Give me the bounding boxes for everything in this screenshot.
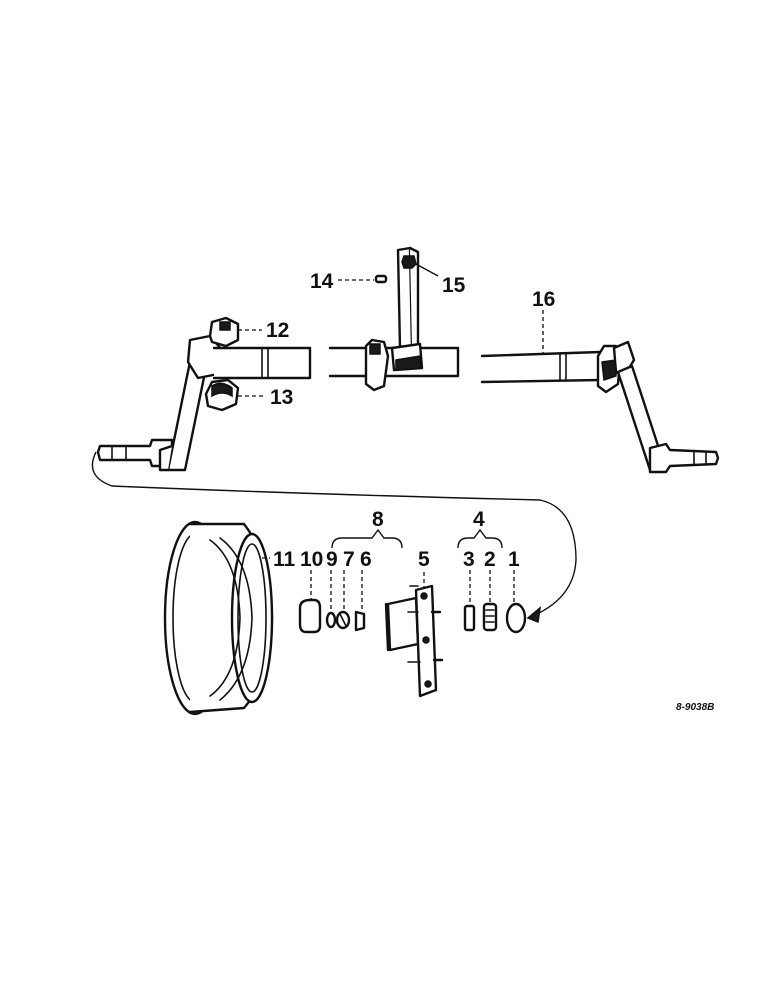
nut-15: [401, 255, 417, 269]
callout-15: 15: [442, 274, 466, 297]
drawing-number: 8-9038B: [676, 702, 714, 713]
leader-lines: [91, 263, 577, 624]
callout-8: 8: [372, 508, 384, 531]
spindle-nut-9: [325, 611, 337, 629]
hub-cap-10: [298, 598, 322, 634]
center-tee-bracket: [328, 246, 460, 392]
callout-12: 12: [266, 319, 289, 342]
callout-4: 4: [473, 508, 485, 531]
callout-2: 2: [484, 548, 496, 571]
dust-cap-1: [505, 602, 527, 634]
callout-16: 16: [532, 288, 555, 311]
bearing-cone-6: [354, 610, 366, 632]
callout-6: 6: [360, 548, 372, 571]
callout-13: 13: [270, 386, 293, 409]
callout-3: 3: [463, 548, 475, 571]
wheel-rim-11: [163, 520, 274, 716]
right-spindle-arm: [596, 340, 720, 474]
clamp-upper-12: [208, 316, 240, 348]
pin-14: [374, 274, 388, 284]
seal-2: [482, 602, 498, 632]
washer-7: [335, 610, 351, 630]
clamp-lower-13: [204, 378, 240, 412]
callout-labels: 14 15 16 12 13 8 4 11 10 9 7 6 5 3 2 1 8…: [266, 270, 714, 713]
callout-11: 11: [273, 548, 296, 571]
right-axle-tube-16: [480, 350, 602, 384]
callout-5: 5: [418, 548, 430, 571]
callout-7: 7: [343, 548, 355, 571]
left-spindle-arm: [96, 334, 224, 472]
callout-14: 14: [310, 270, 334, 293]
callout-9: 9: [326, 548, 338, 571]
bearing-3: [463, 604, 476, 632]
callout-1: 1: [508, 548, 520, 571]
left-axle-tube: [212, 346, 312, 380]
callout-10: 10: [300, 548, 323, 571]
wheel-hub-5: [384, 584, 444, 698]
